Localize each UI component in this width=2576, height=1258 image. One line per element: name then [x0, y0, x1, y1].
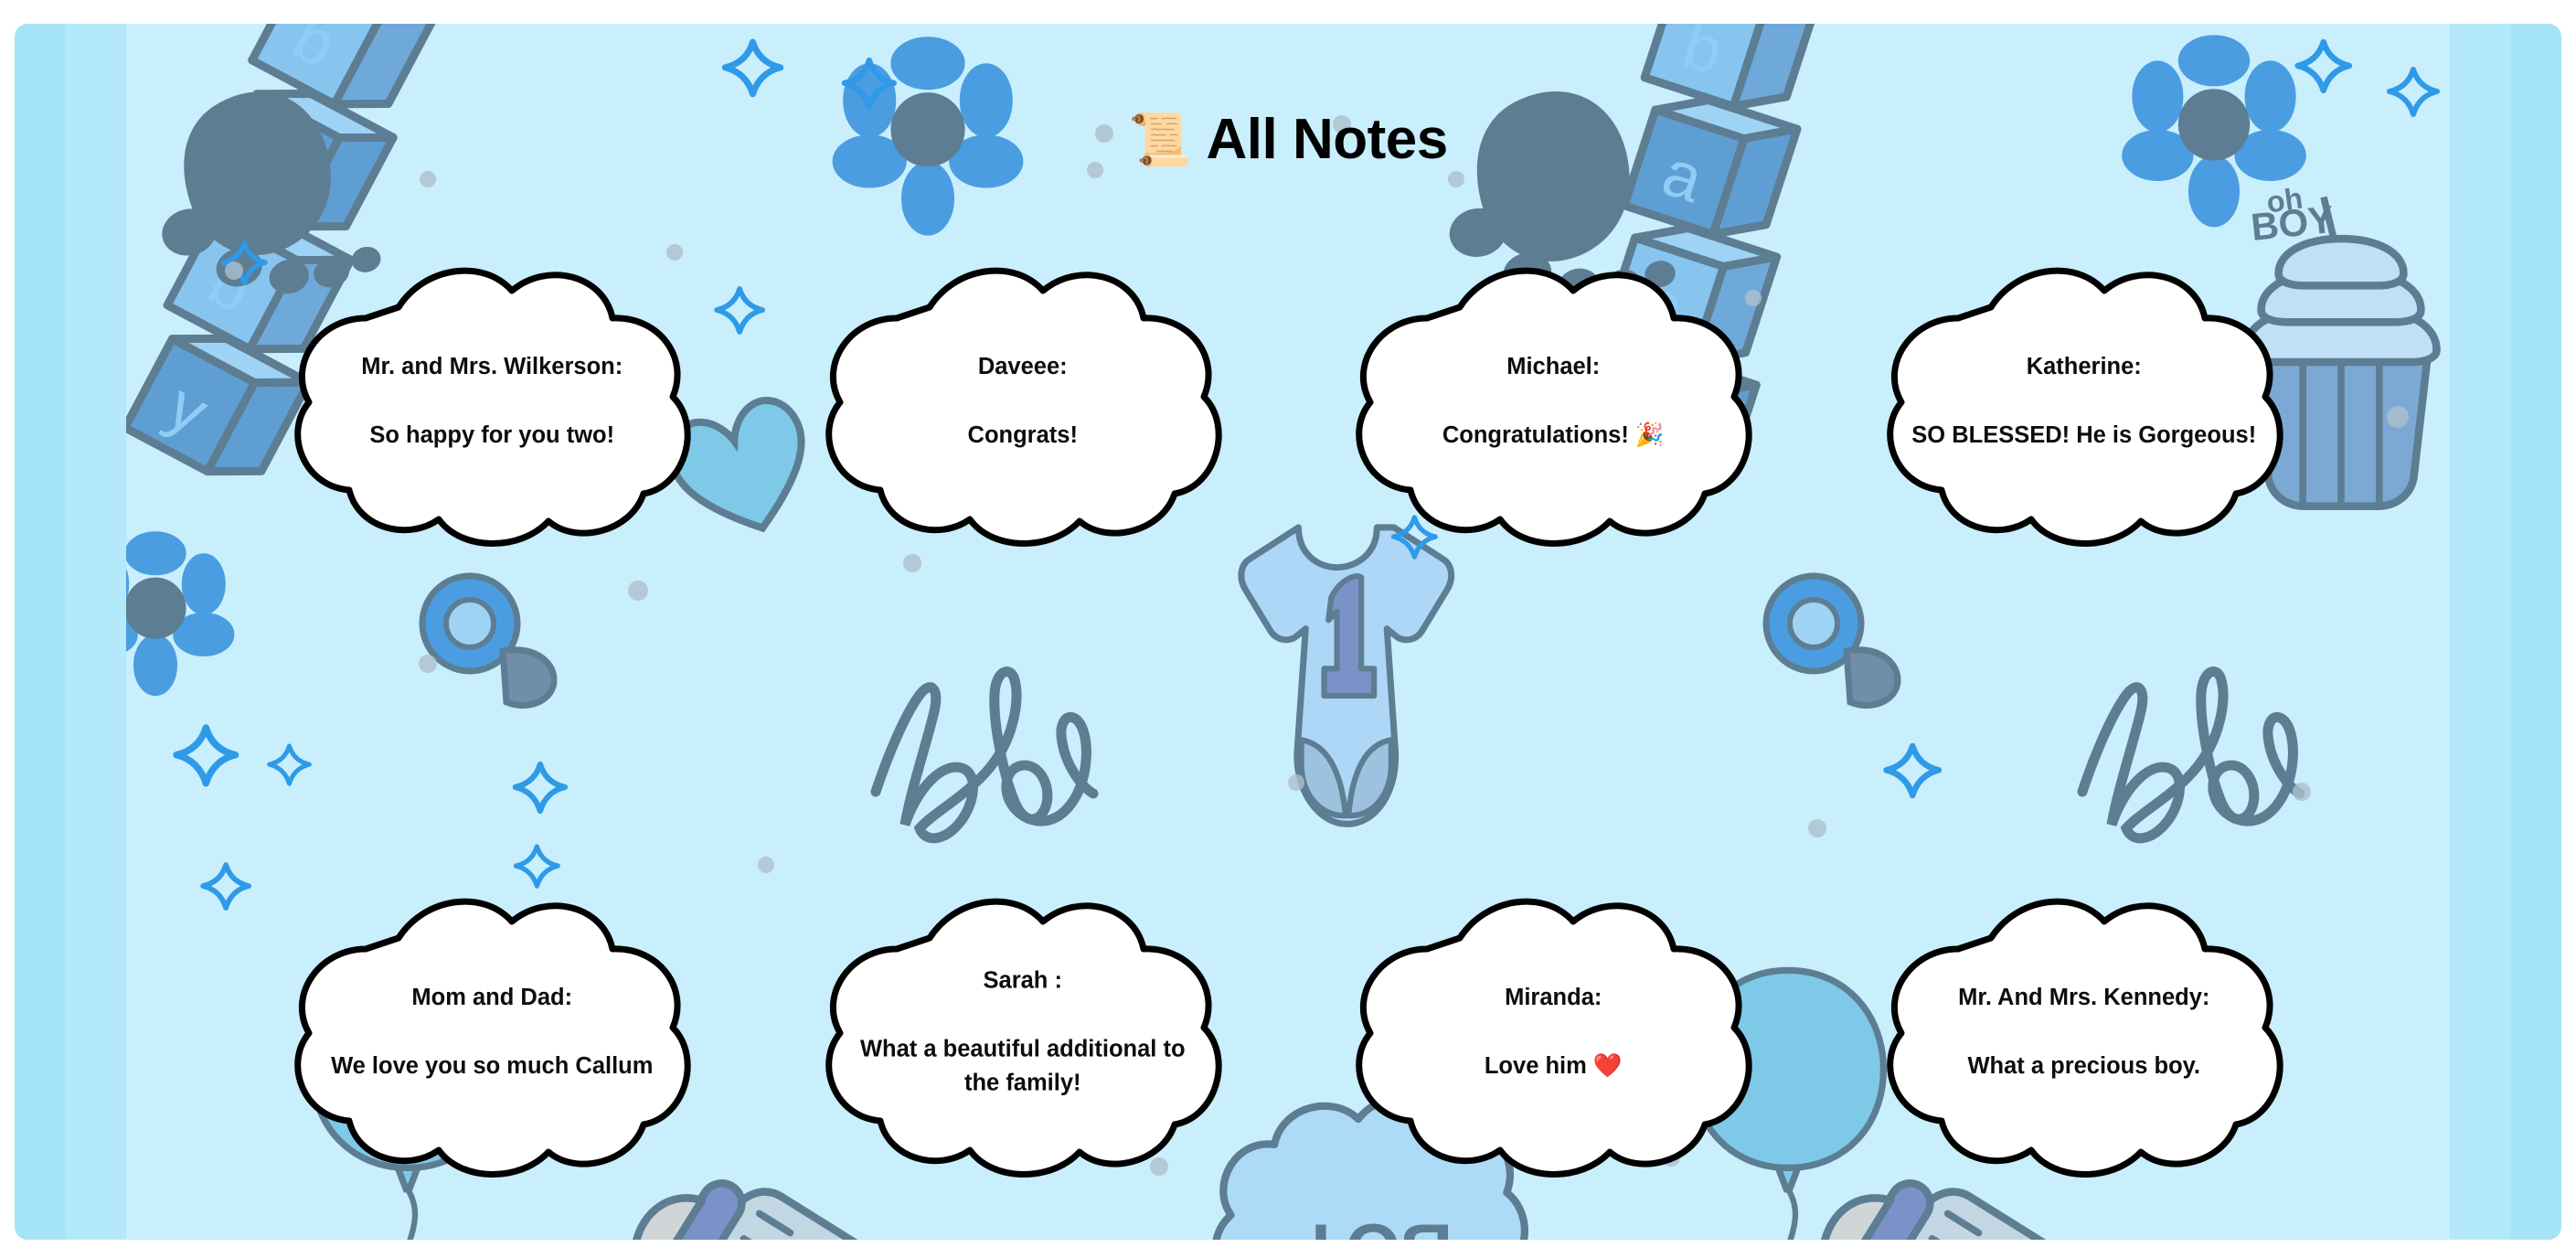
- cloud-shape: [825, 898, 1222, 1178]
- page-edge-left-inner: [66, 24, 126, 1240]
- note-text: Katherine: SO BLESSED! He is Gorgeous!: [1911, 316, 2258, 486]
- notes-grid: Mr. and Mrs. Wilkerson: So happy for you…: [227, 251, 2349, 1229]
- note-text: Michael: Congratulations! 🎉: [1379, 316, 1727, 486]
- note-card[interactable]: Michael: Congratulations! 🎉: [1325, 251, 1782, 552]
- note-card[interactable]: Sarah : What a beautiful additional to t…: [794, 881, 1251, 1183]
- note-text: Miranda: Love him ❤️: [1379, 947, 1727, 1117]
- page-title-wrap: 📜 All Notes: [126, 112, 2450, 168]
- note-text: Sarah : What a beautiful additional to t…: [849, 930, 1197, 1134]
- cloud-shape: [1886, 267, 2283, 547]
- page-edge-right-inner: [2450, 24, 2510, 1240]
- note-card[interactable]: Katherine: SO BLESSED! He is Gorgeous!: [1856, 251, 2313, 552]
- note-author: Daveee:: [977, 354, 1068, 380]
- note-message: Congratulations! 🎉: [1442, 421, 1665, 448]
- scroll-icon: 📜: [1128, 111, 1192, 168]
- note-text: Mr. And Mrs. Kennedy: What a precious bo…: [1911, 947, 2258, 1117]
- note-text: Mom and Dad: We love you so much Callum: [318, 947, 665, 1117]
- note-message: So happy for you two!: [369, 421, 615, 448]
- page-edge-right-outer: [2510, 24, 2561, 1240]
- note-card[interactable]: Mr. and Mrs. Wilkerson: So happy for you…: [263, 251, 720, 552]
- note-message: Love him ❤️: [1484, 1052, 1623, 1079]
- note-message: What a precious boy.: [1967, 1052, 2201, 1079]
- note-card[interactable]: Daveee: Congrats!: [794, 251, 1251, 552]
- note-card[interactable]: Mr. And Mrs. Kennedy: What a precious bo…: [1856, 881, 2313, 1183]
- note-message: We love you so much Callum: [331, 1052, 654, 1079]
- note-author: Mr. and Mrs. Wilkerson:: [361, 354, 623, 380]
- cloud-shape: [825, 267, 1222, 547]
- note-author: Michael:: [1506, 354, 1601, 380]
- note-author: Mom and Dad:: [411, 985, 573, 1011]
- note-card[interactable]: Miranda: Love him ❤️: [1325, 881, 1782, 1183]
- note-card[interactable]: Mom and Dad: We love you so much Callum: [263, 881, 720, 1183]
- page-title-text: All Notes: [1206, 108, 1449, 171]
- note-message: SO BLESSED! He is Gorgeous!: [1911, 421, 2257, 448]
- note-message: Congrats!: [967, 421, 1078, 448]
- page-inner-surface: b a b y: [126, 24, 2450, 1240]
- note-text: Mr. and Mrs. Wilkerson: So happy for you…: [318, 316, 665, 486]
- page-edge-left-outer: [15, 24, 66, 1240]
- note-author: Sarah :: [983, 967, 1062, 994]
- scrapbook-page: b a b y: [15, 24, 2561, 1240]
- page-title: 📜 All Notes: [1128, 108, 1449, 171]
- note-author: Miranda:: [1505, 985, 1602, 1011]
- note-author: Katherine:: [2026, 354, 2142, 380]
- note-text: Daveee: Congrats!: [849, 316, 1197, 486]
- note-message: What a beautiful additional to the famil…: [859, 1036, 1186, 1096]
- note-author: Mr. And Mrs. Kennedy:: [1958, 985, 2210, 1011]
- cloud-shape: [1886, 898, 2283, 1178]
